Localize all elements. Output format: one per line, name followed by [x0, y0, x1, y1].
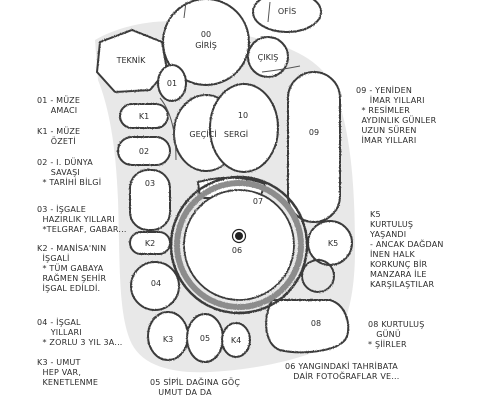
label-k4: K4	[231, 336, 241, 345]
label-k1: K1	[139, 112, 149, 121]
room-sergi	[209, 83, 279, 173]
label-k3: K3	[163, 335, 173, 344]
sketch-line	[159, 97, 177, 161]
room-06-outer-ring	[169, 175, 309, 315]
note-03: 03 - İŞGALE HAZIRLIK YILLARI *TELGRAF, G…	[37, 205, 127, 234]
room-06-mid-ring	[174, 180, 304, 310]
note-k2: K2 - MANİSA'NIN İŞGALİ * TÜM GABAYA RAĞM…	[37, 244, 107, 293]
sketch-line	[267, 1, 271, 23]
label-ofis: OFİS	[278, 6, 296, 16]
note-05: 05 Sİ̇Pİ̇L DAĞINA GÖÇ UMUT DA DA	[150, 378, 241, 397]
room-k4	[221, 322, 251, 358]
label-giris-num: 00	[201, 30, 211, 39]
label-04: 04	[151, 279, 161, 288]
room-08	[265, 299, 350, 354]
label-02: 02	[139, 147, 149, 156]
room-k1	[119, 103, 169, 129]
note-k1: K1 - MÜZE ÖZETİ	[37, 127, 81, 146]
label-08: 08	[311, 319, 321, 328]
note-k5: K5 KURTULUŞ YAŞANDI - ANCAK DAĞDAN İNEN …	[370, 210, 444, 289]
note-09: 09 - YENİDEN İMAR YILLARI * RESİMLER AYD…	[356, 86, 437, 145]
room-04	[130, 261, 180, 311]
label-giris: GİRİŞ	[195, 40, 217, 50]
room-02	[117, 136, 171, 166]
note-02: 02 - I. DÜNYA SAVAŞI * TARİHİ BİLGİ	[37, 158, 102, 187]
sketch-line	[183, 1, 187, 19]
label-03: 03	[145, 179, 155, 188]
sketch-line	[261, 65, 301, 73]
label-01: 01	[167, 79, 177, 88]
label-k5: K5	[328, 239, 338, 248]
label-sergi: SERGİ	[224, 129, 248, 139]
room-01	[157, 64, 187, 102]
label-cikis: ÇIKIŞ	[258, 53, 279, 62]
room-09	[287, 71, 341, 223]
room-06-inner-ring	[183, 189, 295, 301]
label-sergi-num: 10	[238, 111, 248, 120]
note-08: 08 KURTULUŞ GÜNÜ * ŞİİRLER	[368, 320, 425, 349]
label-05: 05	[200, 334, 210, 343]
room-06-center-dot	[235, 232, 243, 240]
label-gecici: GEÇİCİ	[189, 129, 216, 139]
room-cikis	[247, 36, 289, 78]
label-k2: K2	[145, 239, 155, 248]
note-01: 01 - MÜZE AMACI	[37, 96, 81, 115]
label-07: 07	[253, 197, 263, 206]
label-09: 09	[309, 128, 319, 137]
note-k3: K3 - UMUT HEP VAR, KENETLENME	[37, 358, 99, 387]
label-06: 06	[232, 246, 242, 255]
label-teknik: TEKNİK	[116, 55, 147, 65]
room-03	[129, 169, 171, 231]
note-06: 06 YANGINDAKİ TAHRİBATA DAİR FOTOĞRAFLAR…	[285, 362, 400, 381]
note-04: 04 - İŞGAL YILLARI * ZORLU 3 YIL 3A...	[37, 318, 123, 347]
room-small-ring	[301, 259, 335, 293]
room-ofis	[252, 0, 322, 33]
